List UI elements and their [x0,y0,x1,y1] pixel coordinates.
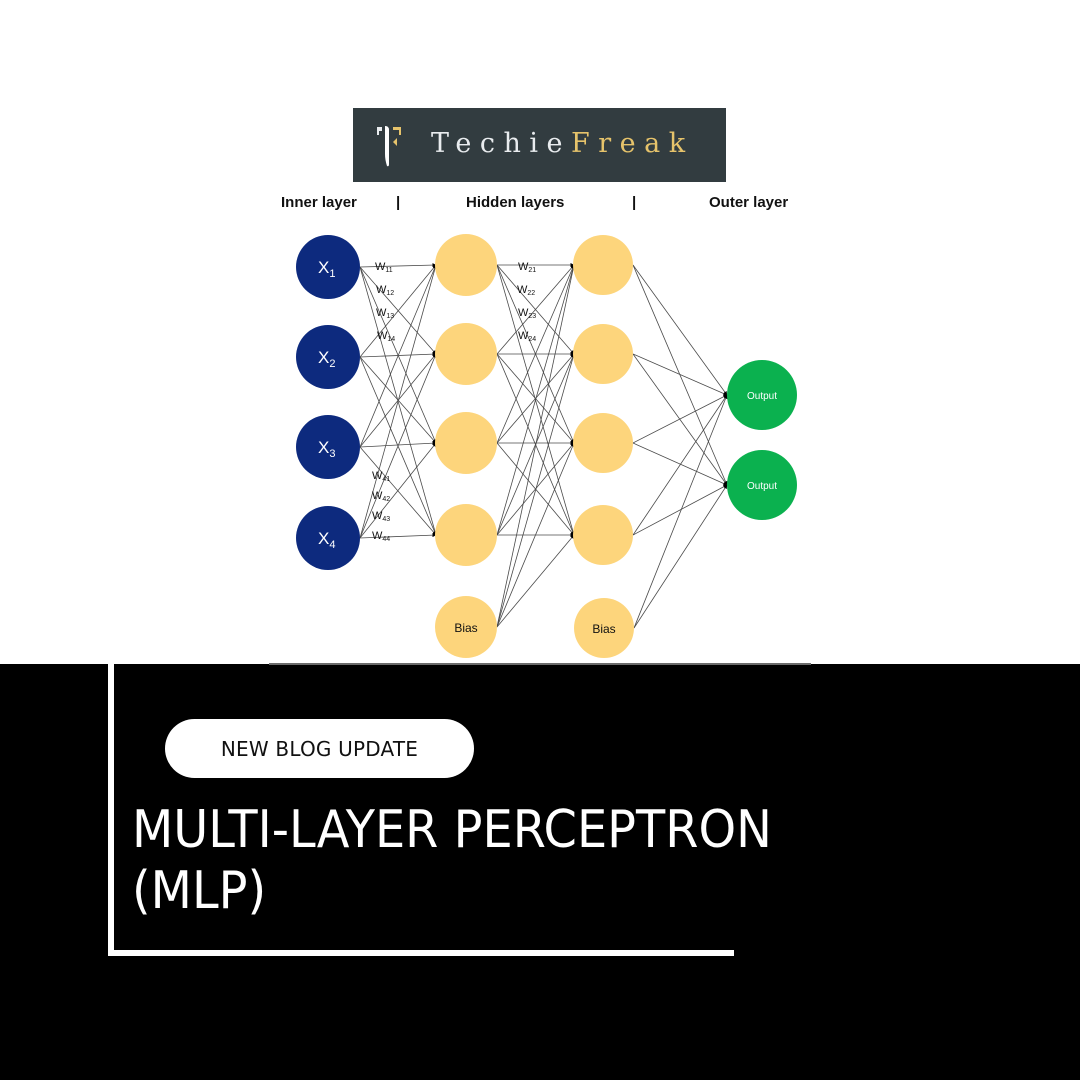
connection-edge [632,394,728,444]
connection-edge [359,353,437,539]
logo-wordmark: TechieFreak [431,126,694,162]
connection-edge [632,264,728,396]
post-title-line2: (MLP) [132,861,267,921]
connection-edge [359,533,437,539]
post-title-line1: MULTI-LAYER PERCEPTRON [132,800,772,860]
weight-label: W23 [518,307,536,320]
connection-edge [496,264,575,444]
connection-edge [496,353,575,628]
input-node [296,235,360,299]
weight-label: W21 [518,261,536,274]
logo-text-techie: Techie [431,128,572,159]
heading-hidden-layers: Hidden layers [466,194,565,211]
connection-edge [632,264,728,486]
heading-outer-layer: Outer layer [709,194,789,211]
output-label: Output [747,481,777,492]
connection-edge [359,264,437,448]
hidden1-node [435,234,497,296]
hidden1-node [435,323,497,385]
input-node [296,415,360,479]
hidden2-bias-node [574,598,634,658]
network-nodes [296,234,797,658]
input-node [296,325,360,389]
hidden2-node [573,413,633,473]
input-label-x1: X1 [318,258,335,280]
techiefreak-logo: TechieFreak [353,108,726,182]
weight-label: W43 [372,510,390,523]
bracket-vertical-line [108,664,114,956]
output-label: Output [747,391,777,402]
heading-inner-layer: Inner layer [281,194,357,211]
connection-edge [632,353,728,396]
post-title: MULTI-LAYER PERCEPTRON (MLP) [132,800,772,922]
hidden1-node [435,412,497,474]
mlp-network-diagram: X1 X2 X3 X4 Output Output Bias Bias W11 … [296,234,797,658]
connection-edge [633,484,728,629]
input-label-x4: X4 [318,529,335,551]
input-node [296,506,360,570]
connection-edges [359,263,728,629]
connection-edge [359,442,437,539]
hidden2-node [573,505,633,565]
hidden2-node [573,324,633,384]
connection-edge [632,394,728,536]
hidden1-bias-label: Bias [454,621,477,635]
connection-edge [496,264,576,628]
connection-edge [496,442,575,536]
weight-label: W42 [372,490,390,503]
heading-separator: | [396,194,401,211]
connection-edge [496,264,575,536]
connection-edge [359,264,437,539]
diagram-panel-edge [269,663,811,665]
hidden2-node [573,235,633,295]
weight-label: W44 [372,530,390,543]
heading-separator: | [632,194,637,211]
weight-label: W11 [375,261,393,274]
hidden2-bias-label: Bias [592,622,615,636]
connection-edge [496,442,575,628]
hidden1-node [435,504,497,566]
connection-edge [633,394,728,629]
output-node [727,450,797,520]
weight-label: W41 [372,470,390,483]
output-node [727,360,797,430]
new-blog-update-badge: NEW BLOG UPDATE [165,719,474,778]
weight-label: W24 [518,330,536,343]
connection-edge [496,353,575,444]
logo-mark-icon [377,126,401,167]
weight-label: W12 [376,284,394,297]
connection-edge [496,534,575,628]
input-label-x3: X3 [318,438,335,460]
logo-text-freak: Freak [571,128,694,159]
bracket-horizontal-line [108,950,734,956]
connection-edge [632,484,728,536]
connection-edge [359,264,437,358]
connection-edge [632,442,728,486]
connection-edge [359,263,437,268]
weight-label: W22 [517,284,535,297]
connection-edge [496,264,575,355]
connection-edge [632,353,728,486]
hidden1-bias-node [435,596,497,658]
weight-label: W13 [376,307,394,320]
input-label-x2: X2 [318,348,335,370]
weight-label: W14 [377,330,395,343]
